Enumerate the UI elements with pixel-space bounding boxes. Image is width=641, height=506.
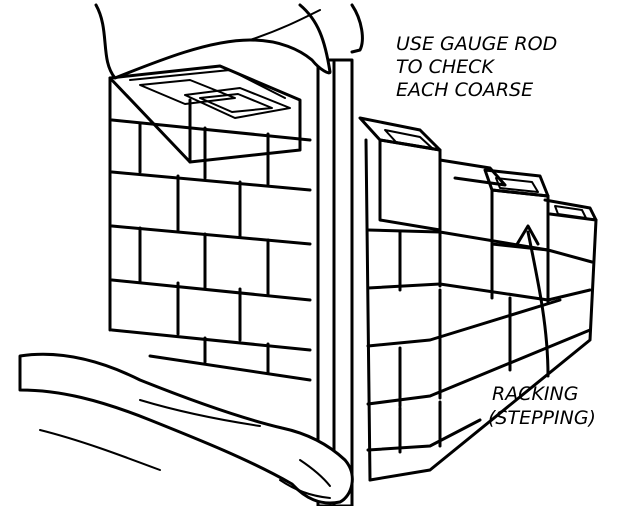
- racked-wall: [358, 116, 598, 482]
- gauge-rod-label-line-2: TO CHECK: [396, 56, 495, 78]
- lower-hand: [18, 352, 354, 505]
- racking-label: RACKING (STEPPING): [488, 383, 596, 429]
- upper-hand: [94, 3, 364, 80]
- racking-arrow: [514, 224, 550, 378]
- gauge-rod: [316, 58, 354, 506]
- racking-label-line-2: (STEPPING): [488, 407, 596, 429]
- gauge-rod-label-line-3: EACH COARSE: [396, 79, 533, 101]
- gauge-rod-label: USE GAUGE ROD TO CHECK EACH COARSE: [396, 33, 557, 101]
- racking-label-line-1: RACKING: [492, 383, 578, 405]
- left-wall: [108, 64, 312, 382]
- gauge-rod-label-line-1: USE GAUGE ROD: [396, 33, 557, 55]
